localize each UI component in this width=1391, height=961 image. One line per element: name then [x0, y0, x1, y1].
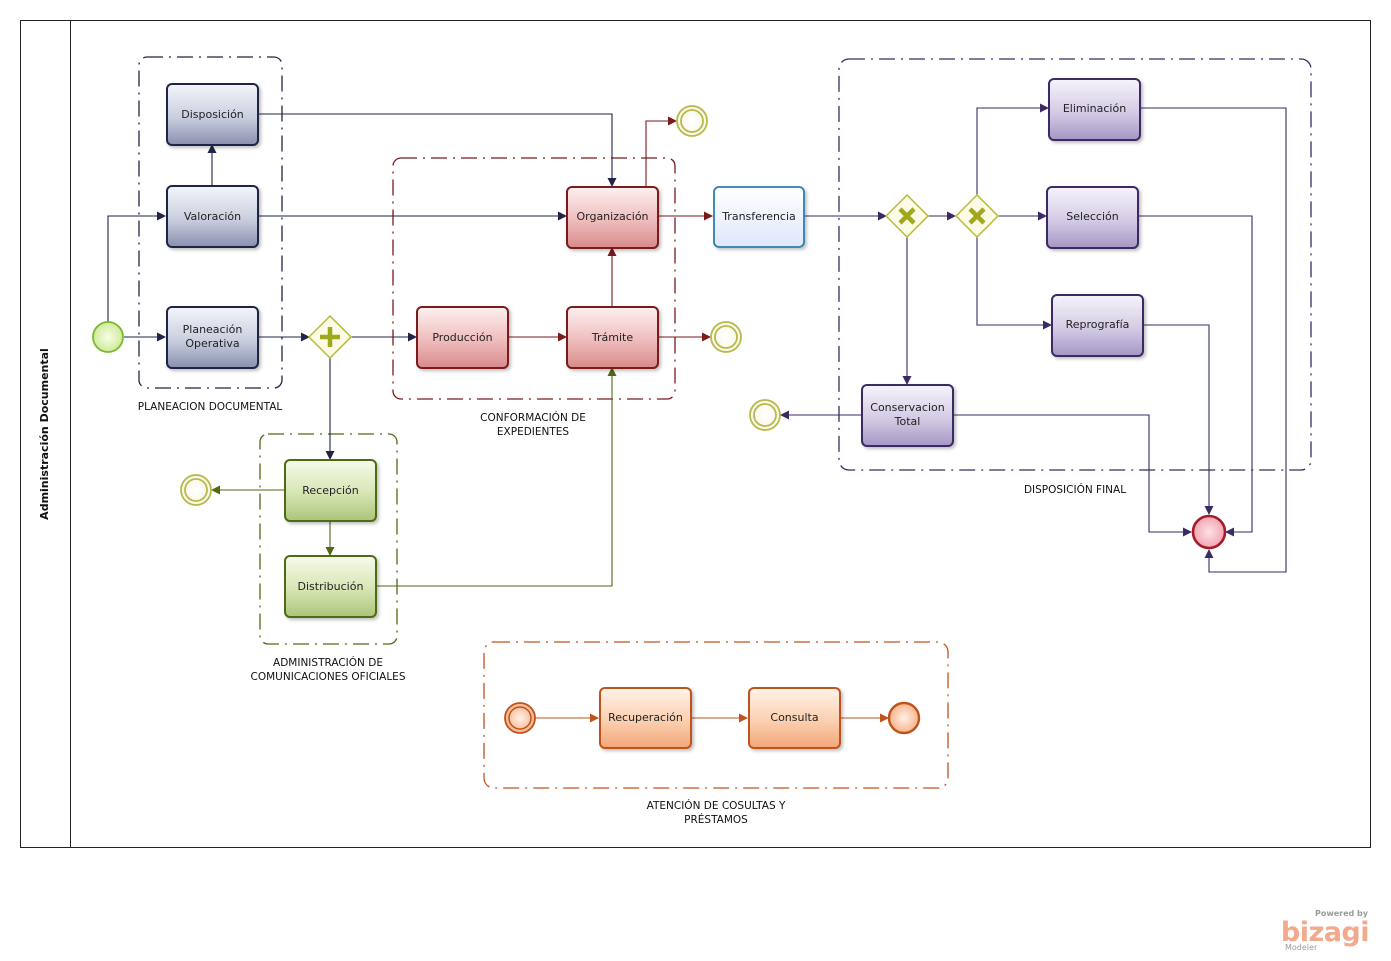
- tasks: Disposición Valoración Planeación Operat…: [166, 78, 1144, 749]
- end-event-recepcion[interactable]: [180, 474, 212, 506]
- task-seleccion-label: Selección: [1066, 210, 1118, 223]
- events: [92, 105, 1227, 735]
- task-disposicion-label: Disposición: [181, 108, 244, 121]
- task-planeacion-label-1: Planeación: [183, 323, 243, 336]
- flow-conservacion-end-red: [953, 414, 1192, 537]
- task-distribucion-label: Distribución: [298, 580, 364, 593]
- task-reprografia[interactable]: Reprografía: [1051, 294, 1144, 357]
- task-conservacion-total[interactable]: Conservacion Total: [861, 384, 954, 447]
- task-organizacion[interactable]: Organización: [566, 186, 659, 249]
- flow-disposicion-organizacion: [258, 113, 617, 187]
- pool-label: Administración Documental: [38, 348, 51, 520]
- watermark-product: Modeler: [1285, 943, 1318, 952]
- group-atencion-box: [483, 641, 949, 789]
- task-disposicion[interactable]: Disposición: [166, 83, 259, 146]
- flow-start-valoracion: [107, 211, 166, 322]
- exclusive-gateway-2[interactable]: [954, 193, 1000, 239]
- task-seleccion[interactable]: Selección: [1046, 186, 1139, 249]
- group-conformacion-label-1: CONFORMACIÓN DE: [480, 411, 586, 424]
- task-recuperacion-label: Recuperación: [608, 711, 683, 724]
- plus-icon: [320, 327, 340, 347]
- group-disposicion-box: [838, 58, 1312, 471]
- flow-eliminacion-end: [1140, 107, 1287, 573]
- group-planeacion-box: [138, 56, 283, 389]
- exclusive-gateway-1[interactable]: [884, 193, 930, 239]
- group-comunicaciones-box: [259, 433, 398, 645]
- start-event-atencion[interactable]: [504, 702, 536, 734]
- group-boxes: [138, 56, 1312, 789]
- group-conformacion-label-2: EXPEDIENTES: [497, 426, 570, 438]
- start-event[interactable]: [92, 321, 124, 353]
- task-planeacion-operativa[interactable]: Planeación Operativa: [166, 306, 259, 369]
- task-consulta-label: Consulta: [770, 711, 818, 724]
- task-transferencia-label: Transferencia: [721, 210, 796, 223]
- task-distribucion[interactable]: Distribución: [284, 555, 377, 618]
- watermark-brand: bizagi: [1281, 917, 1369, 948]
- task-produccion[interactable]: Producción: [416, 306, 509, 369]
- group-comunicaciones-label-2: COMUNICACIONES OFICIALES: [251, 671, 406, 683]
- task-eliminacion[interactable]: Eliminación: [1048, 78, 1141, 141]
- end-event-conservacion[interactable]: [749, 399, 781, 431]
- group-planeacion-label: PLANEACION DOCUMENTAL: [138, 401, 283, 413]
- task-recepcion-label: Recepción: [302, 484, 359, 497]
- pool: Administración Documental: [20, 20, 1371, 848]
- end-event-tramite[interactable]: [710, 321, 742, 353]
- task-reprografia-label: Reprografía: [1066, 318, 1130, 331]
- task-tramite[interactable]: Trámite: [566, 306, 659, 369]
- task-valoracion[interactable]: Valoración: [166, 185, 259, 248]
- flow-reprografia-end: [1143, 324, 1214, 515]
- flow-gateway2-eliminacion: [976, 103, 1049, 195]
- flow-gateway2-reprografia: [976, 237, 1052, 330]
- end-event-atencion[interactable]: [887, 701, 921, 735]
- bizagi-watermark: Powered by bizagi Modeler: [1281, 909, 1370, 952]
- end-event-final[interactable]: [1191, 514, 1227, 550]
- task-recuperacion[interactable]: Recuperación: [599, 687, 692, 749]
- x-icon: [898, 207, 916, 225]
- group-disposicion-label: DISPOSICIÓN FINAL: [1024, 483, 1126, 496]
- sequence-flows: [107, 103, 1287, 723]
- x-icon: [968, 207, 986, 225]
- task-consulta[interactable]: Consulta: [748, 687, 841, 749]
- task-valoracion-label: Valoración: [184, 210, 241, 223]
- task-transferencia[interactable]: Transferencia: [713, 186, 805, 248]
- end-event-organizacion[interactable]: [676, 105, 708, 137]
- gateways: [307, 193, 1000, 360]
- flow-organizacion-end: [645, 116, 677, 186]
- task-conservacion-label-1: Conservacion: [870, 401, 944, 414]
- parallel-gateway[interactable]: [307, 314, 353, 360]
- task-organizacion-label: Organización: [576, 210, 648, 223]
- task-produccion-label: Producción: [432, 331, 492, 344]
- task-conservacion-label-2: Total: [894, 415, 921, 428]
- task-tramite-label: Trámite: [591, 331, 633, 344]
- task-planeacion-label-2: Operativa: [185, 337, 239, 350]
- group-conformacion-box: [392, 157, 676, 400]
- task-recepcion[interactable]: Recepción: [284, 459, 377, 522]
- group-atencion-label-2: PRÉSTAMOS: [684, 813, 748, 826]
- flow-seleccion-end: [1138, 215, 1253, 537]
- group-atencion-label-1: ATENCIÓN DE COSULTAS Y: [647, 799, 786, 812]
- watermark-powered: Powered by: [1315, 909, 1369, 918]
- group-comunicaciones-label-1: ADMINISTRACIÓN DE: [273, 656, 383, 669]
- task-eliminacion-label: Eliminación: [1063, 102, 1126, 115]
- flow-distribucion-tramite: [376, 367, 617, 587]
